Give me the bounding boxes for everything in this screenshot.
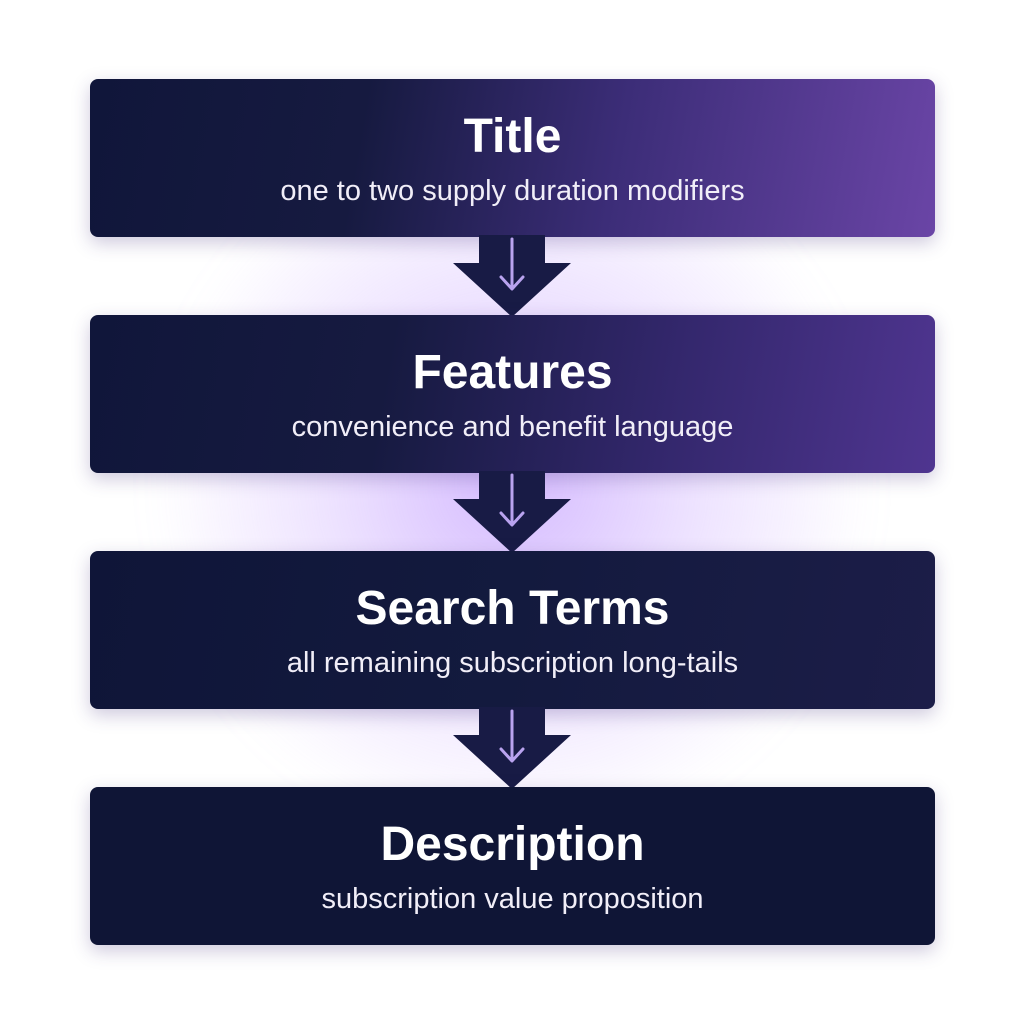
step-search-terms-description: all remaining subscription long-tails xyxy=(286,647,739,679)
step-description-box: Description subscription value propositi… xyxy=(90,787,935,945)
down-arrow-icon xyxy=(453,471,571,553)
step-features-box: Features convenience and benefit languag… xyxy=(90,315,935,473)
step-title-description: one to two supply duration modifiers xyxy=(280,175,745,207)
step-description-heading: Description xyxy=(380,818,645,871)
step-features-heading: Features xyxy=(412,346,613,399)
step-title-box: Title one to two supply duration modifie… xyxy=(90,79,935,237)
step-title-heading: Title xyxy=(463,110,562,163)
step-search-terms-heading: Search Terms xyxy=(355,582,670,635)
down-arrow-icon xyxy=(453,707,571,789)
step-description-description: subscription value proposition xyxy=(321,883,704,915)
step-search-terms-box: Search Terms all remaining subscription … xyxy=(90,551,935,709)
down-arrow-icon xyxy=(453,235,571,317)
step-features-description: convenience and benefit language xyxy=(291,411,734,443)
